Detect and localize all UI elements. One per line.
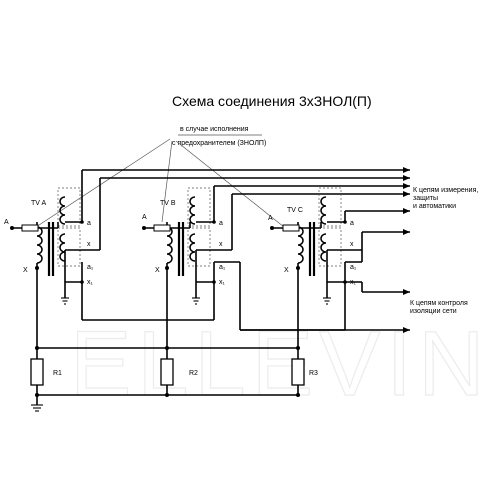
tv-a-sec-x: x xyxy=(87,241,91,248)
fuse-note-line1: в случае исполнения xyxy=(180,126,249,133)
tv-a-hv-a: A xyxy=(4,219,9,226)
tv-c-sec-a: a xyxy=(350,220,354,227)
resistor-r3-label: R3 xyxy=(309,370,318,377)
tv-a-hv-x: X xyxy=(23,267,28,274)
measure-circuits-label-2: защиты xyxy=(413,195,438,202)
tv-b-aux-a: a₁ xyxy=(219,264,226,271)
resistor-r2 xyxy=(160,358,174,386)
neutral-resistors: R1 R2 R3 xyxy=(30,346,318,412)
tv-b-name: TV B xyxy=(160,200,176,207)
control-circuits-label-2: изоляции сети xyxy=(410,308,457,315)
fuse-b xyxy=(153,224,171,232)
measure-circuits-label-3: и автоматики xyxy=(413,203,456,210)
control-circuits-label-1: К цепям контроля xyxy=(410,300,468,307)
tv-a-aux-a: a₁ xyxy=(87,264,94,271)
measure-circuits-label-1: К цепям измерения, xyxy=(413,187,478,194)
tv-a-sec-a: a xyxy=(87,220,91,227)
fuse-c xyxy=(282,224,300,232)
tv-c-hv-a: A xyxy=(268,215,273,222)
measurement-bus xyxy=(81,167,410,242)
tv-c-aux-a: a₁ xyxy=(350,264,357,271)
tv-c-sec-x: x xyxy=(350,241,354,248)
resistor-r2-label: R2 xyxy=(189,370,198,377)
tv-c-name: TV C xyxy=(287,207,303,214)
tv-a-name: TV A xyxy=(31,200,47,207)
resistor-r3 xyxy=(291,358,305,386)
fuse-note-line2: с предохранителем (ЗНОЛП) xyxy=(172,140,266,147)
fuse-a xyxy=(21,224,39,232)
tv-b-aux-x: x₁ xyxy=(219,279,226,286)
resistor-r1-label: R1 xyxy=(53,370,62,377)
tv-b-hv-a: A xyxy=(142,214,147,221)
tv-c-hv-x: X xyxy=(284,267,289,274)
tv-a-aux-x: x₁ xyxy=(87,279,94,286)
tv-b-sec-x: x xyxy=(219,241,223,248)
diagram-title: Схема соединения 3хЗНОЛ(П) xyxy=(172,93,372,109)
tv-b-sec-a: a xyxy=(219,220,223,227)
tv-b-hv-x: X xyxy=(155,267,160,274)
watermark-text: ELLEVIN xyxy=(70,313,490,415)
note-leader-lines xyxy=(32,138,285,230)
resistor-r1 xyxy=(30,358,44,386)
